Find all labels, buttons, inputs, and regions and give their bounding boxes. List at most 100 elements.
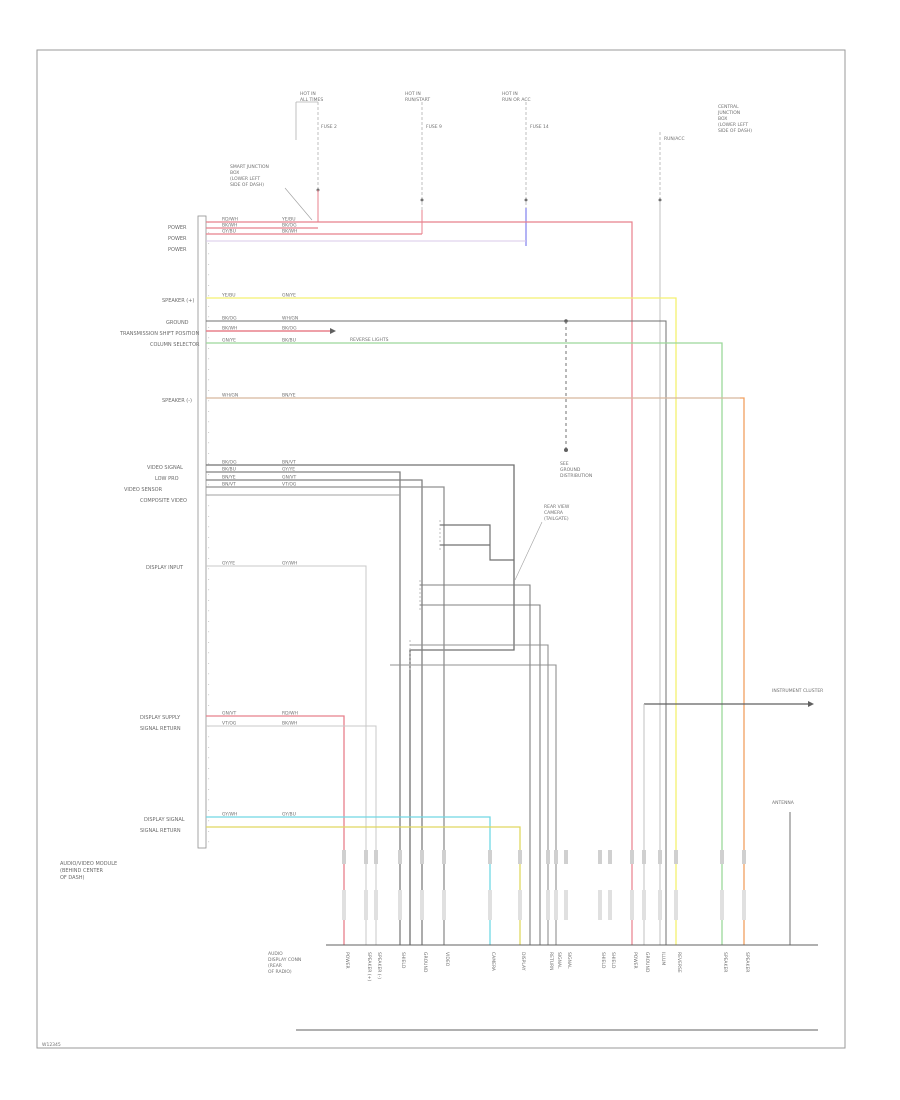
connector-pin-sleeve [630,890,634,920]
pin-number: · [208,525,210,531]
connector-pin-body [488,850,492,864]
hot-label-1-line-1: HOT IN [300,91,316,97]
wire-gauge-label: BK/OG [282,326,297,332]
bottom-pin-label: CAMERA [490,952,496,972]
fuse-label-2: FUSE 9 [426,124,442,130]
wire-gauge-label: WH/GN [282,316,298,322]
pin-number: · [208,357,210,363]
wire-code-label: GY/YE [222,561,235,567]
wire-video-1 [206,464,515,945]
bottom-pin-label: SIGNAL [566,952,572,969]
wire-code-label: GN/VT [222,711,236,717]
pin-number: · [208,724,210,730]
bottom-pin-label: POWER [344,952,350,969]
wire-gauge-label: GN/VT [282,475,296,481]
left-labels: POWER POWER POWER SPEAKER (+) GROUND TRA… [119,225,200,834]
left-label-column: COLUMN SELECTOR [150,342,200,348]
connector-pin-body [546,850,550,864]
pin-number: · [208,220,210,226]
bottom-pin-label: VIDEO [444,952,450,967]
wire-ground [206,320,667,945]
smart-junction-callout: SMART JUNCTION BOX (LOWER LEFT SIDE OF D… [230,164,313,221]
pin-number: · [208,693,210,699]
connector-pin-sleeve [546,890,550,920]
pin-number: · [208,546,210,552]
pin-number: · [208,294,210,300]
wire-code-label: GY/BU [222,229,236,235]
wire-code-label: RD/WH [222,217,238,223]
pin-number: · [208,472,210,478]
conn-label-1: AUDIO [268,951,283,957]
hot-label-2-line-2: RUN/START [405,97,430,103]
pin-number: · [208,535,210,541]
module-connector-body [197,215,207,849]
module-label-1: AUDIO/VIDEO MODULE [60,861,117,867]
connector-pin-body [364,850,368,864]
wire-gauge-label: GN/YE [282,293,296,299]
cjb-label-5: SIDE OF DASH) [718,128,752,134]
pin-number: · [208,682,210,688]
connector-pin-sleeve [742,890,746,920]
pin-number: · [208,672,210,678]
feed-4-node [658,198,662,202]
wires [206,205,814,945]
pin-number: · [208,640,210,646]
wire-video-2 [206,471,401,945]
connector-pin-sleeve [720,890,724,920]
connector-pin-sleeve [608,890,612,920]
connector-pin-sleeve [564,890,568,920]
pin-number: · [208,787,210,793]
pin-number: · [208,661,210,667]
bottom-pin-label: SPEAKER [744,952,750,972]
wire-column-green [206,342,723,945]
sjb-4: SIDE OF DASH) [230,182,264,188]
connector-pin-body [658,850,662,864]
pin-number: · [208,493,210,499]
wire-code-label: VT/OG [222,721,237,727]
camera-2: CAMERA [544,510,564,516]
pin-number: · [208,336,210,342]
bottom-pin-label: SPEAKER [722,952,728,972]
reverse-arrow [330,328,336,334]
pin-number: · [208,378,210,384]
left-label-video-sensor: VIDEO SENSOR [124,487,163,493]
connector-pin-sleeve [342,890,346,920]
pin-number: · [208,745,210,751]
left-label-display-input: DISPLAY INPUT [146,565,184,571]
antenna-label: ANTENNA [772,800,795,806]
left-label-speaker-pos: SPEAKER (+) [162,298,194,304]
footer-code: W12345 [42,1042,61,1048]
ground-dist-1: SEE [560,461,569,467]
connector-pin-sleeve [442,890,446,920]
bottom-pin-label: DISPLAY [520,952,526,971]
ground-dist-3: DISTRIBUTION [560,473,592,479]
wire-gauge-label: BN/VT [282,460,296,466]
wire-power-red-1 [206,221,633,945]
connector-pin-body [420,850,424,864]
wire-gauge-label: VT/OG [282,482,297,488]
module-connector: ········································… [197,215,210,849]
cjb-label-4: (LOWER LEFT [718,122,748,128]
bottom-pin-label: GROUND [644,952,650,973]
pin-number: · [208,409,210,415]
connector-pin-body [518,850,522,864]
module-label-2: (BEHIND CENTER [60,868,104,874]
sjb-1: SMART JUNCTION [230,164,269,170]
pin-number: · [208,346,210,352]
wire-gauge-label: BK/OG [282,223,297,229]
sjb-leader [284,187,313,221]
wire-code-label: BK/BU [222,467,236,473]
conn-label-2: DISPLAY CONN [268,957,301,963]
connector-pin-sleeve [674,890,678,920]
wire-shield-1 [440,524,514,561]
connector-pin-body [674,850,678,864]
feed-3-node [524,198,528,202]
connector-pin-body [608,850,612,864]
hot-label-3-line-1: HOT IN [502,91,518,97]
connector-pin-sleeve [364,890,368,920]
connector-pin-sleeve [554,890,558,920]
pin-number: · [208,756,210,762]
wire-code-label: BK/OG [222,460,237,466]
camera-3: (TAILGATE) [544,516,569,522]
